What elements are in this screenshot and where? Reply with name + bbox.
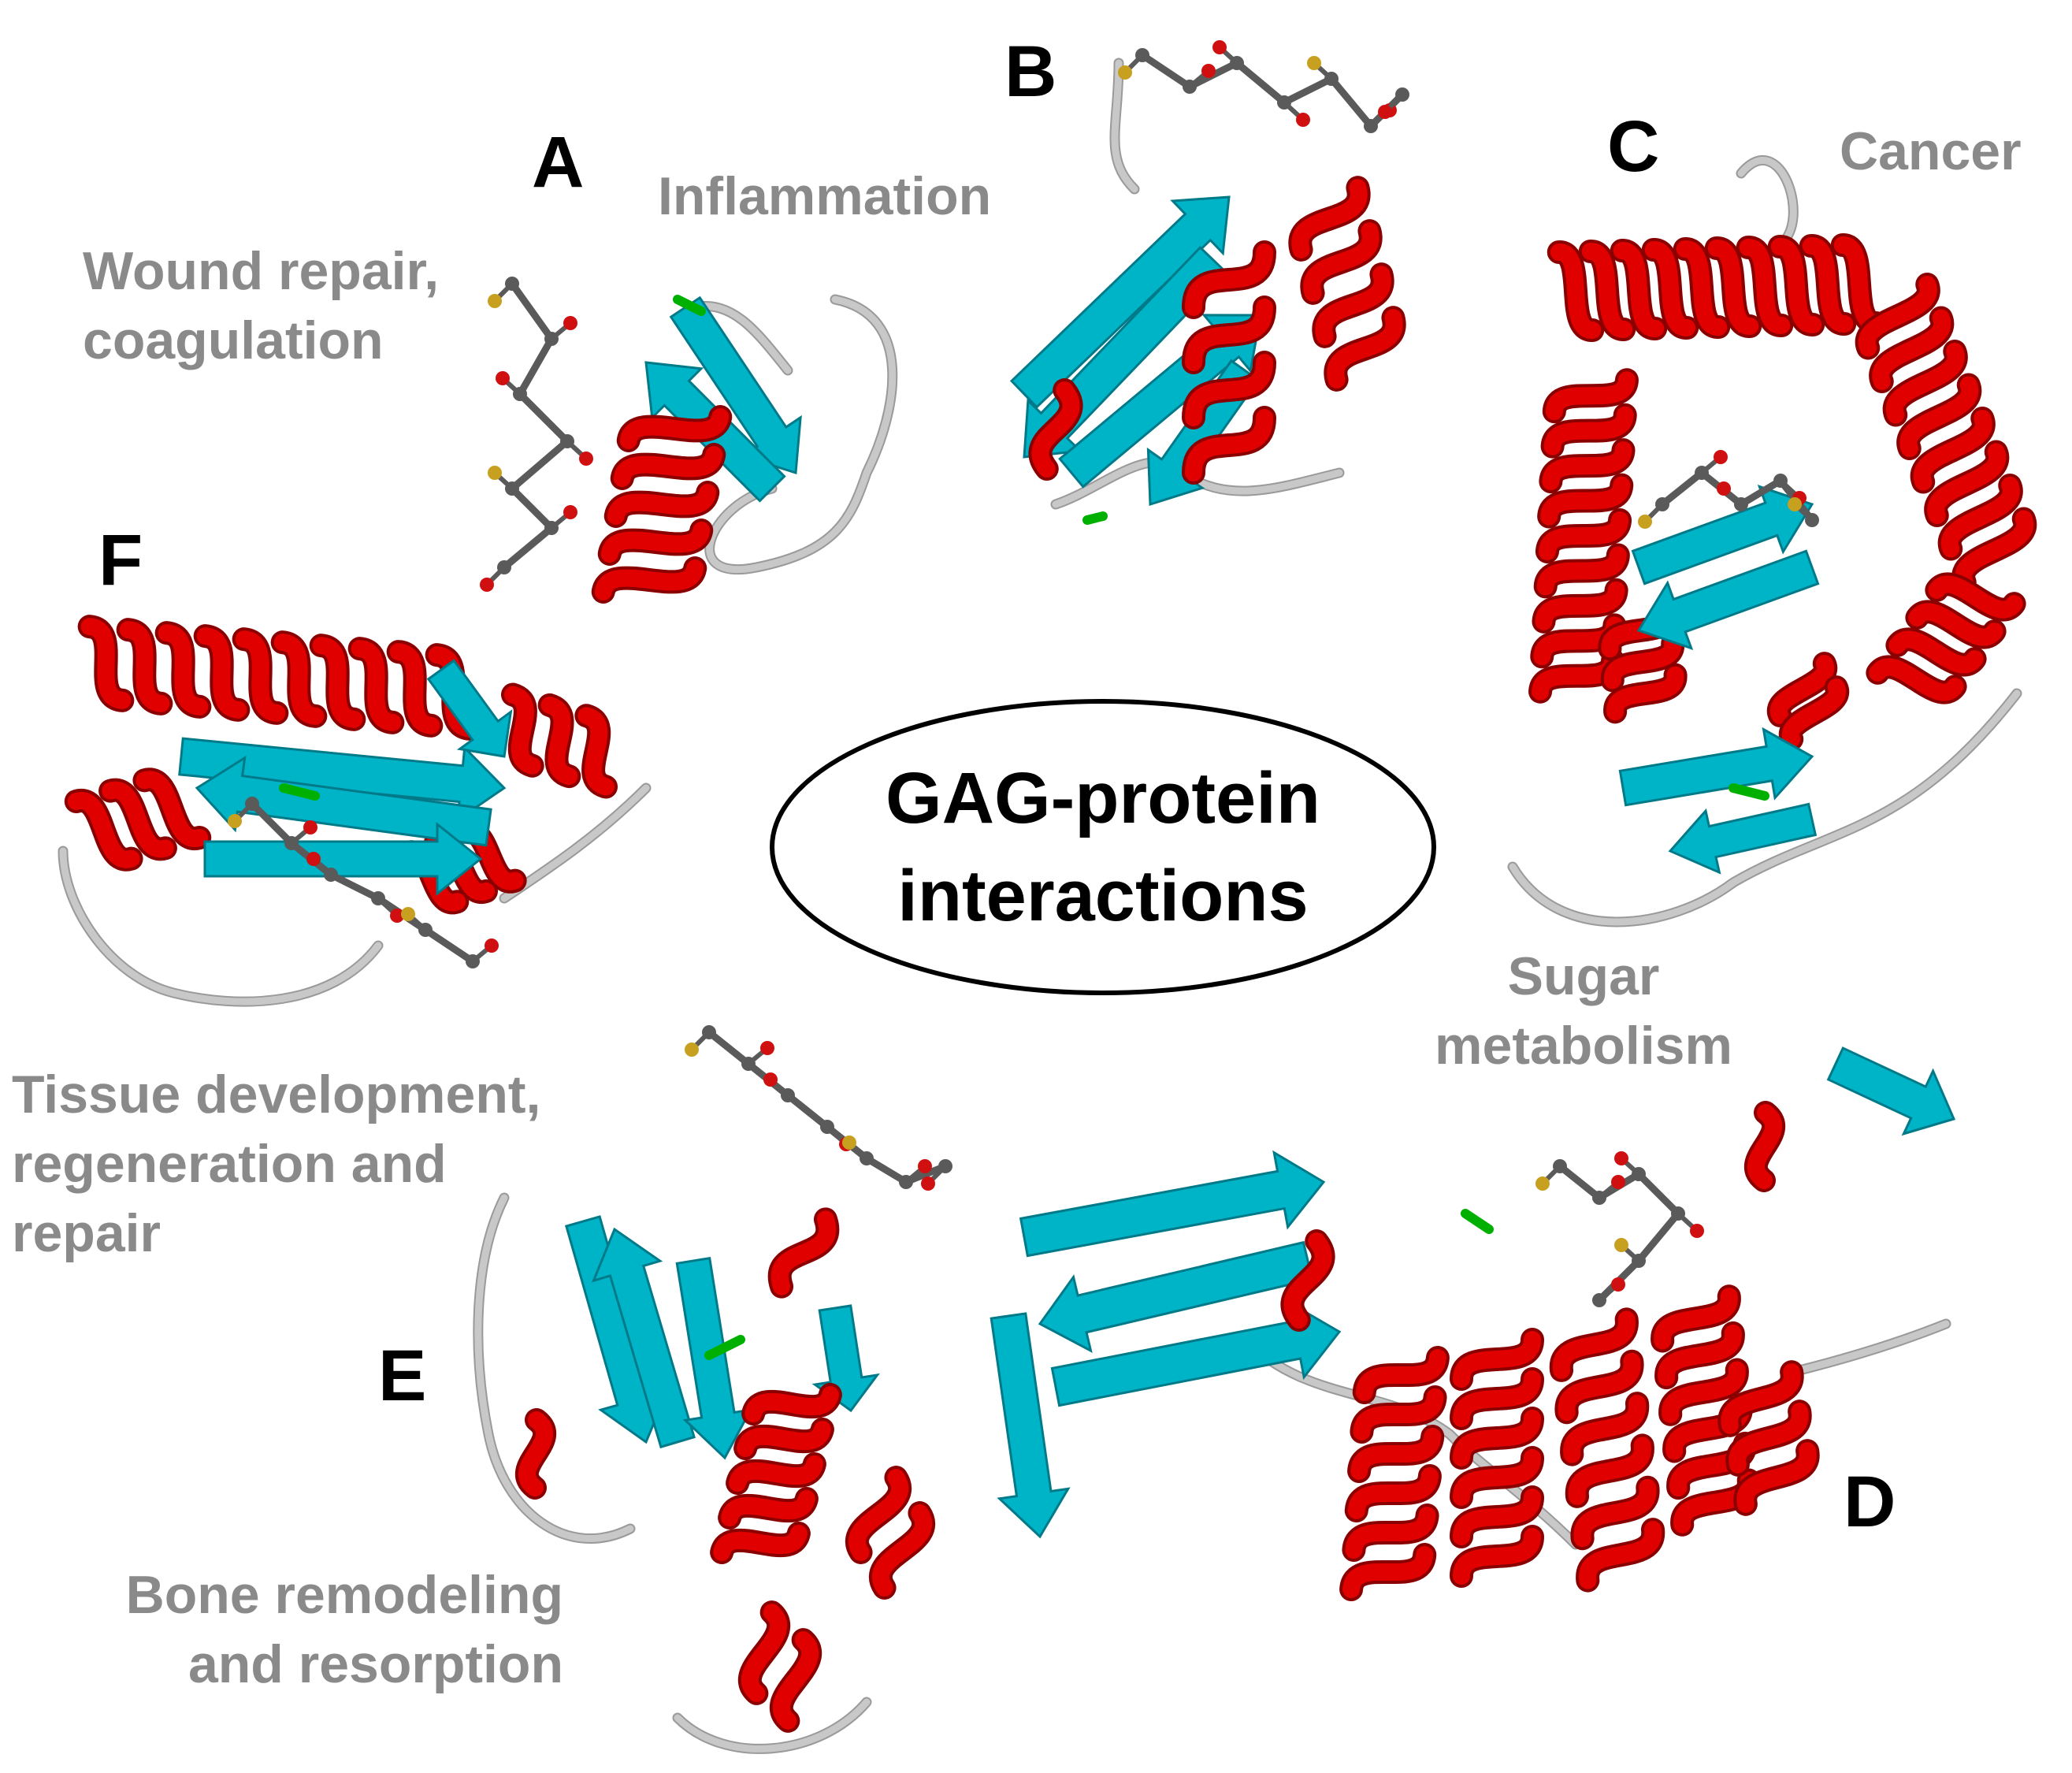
panel-letter-d: D (1844, 1462, 1896, 1542)
panel-letter-c: C (1607, 106, 1660, 187)
panel-letter-f: F (98, 520, 143, 600)
center-title: GAG-protein interactions (772, 701, 1434, 993)
caption-wound-repair: Wound repair, coagulation (83, 241, 440, 370)
center-ellipse (770, 699, 1436, 995)
center-title-line-1: GAG-protein (886, 758, 1320, 838)
protein-structure-f (58, 615, 652, 1007)
caption-sugar-metabolism: Sugar metabolism (1435, 946, 1732, 1076)
protein-structure-d (990, 1046, 1956, 1602)
panel-letter-a: A (532, 122, 585, 203)
protein-structure-e (473, 1025, 952, 1754)
protein-structure-c (1507, 155, 2037, 927)
caption-tissue-development: Tissue development, regeneration and rep… (12, 1065, 541, 1263)
caption-bone-remodeling: Bone remodeling and resorption (125, 1565, 563, 1694)
panel-letter-e: E (378, 1336, 427, 1416)
protein-structure-b (1009, 40, 1409, 525)
caption-inflammation: Inflammation (658, 166, 992, 226)
center-title-line-2: interactions (897, 856, 1309, 936)
panel-letter-b: B (1004, 32, 1057, 112)
protein-structure-a (480, 277, 898, 604)
caption-cancer: Cancer (1840, 121, 2022, 181)
